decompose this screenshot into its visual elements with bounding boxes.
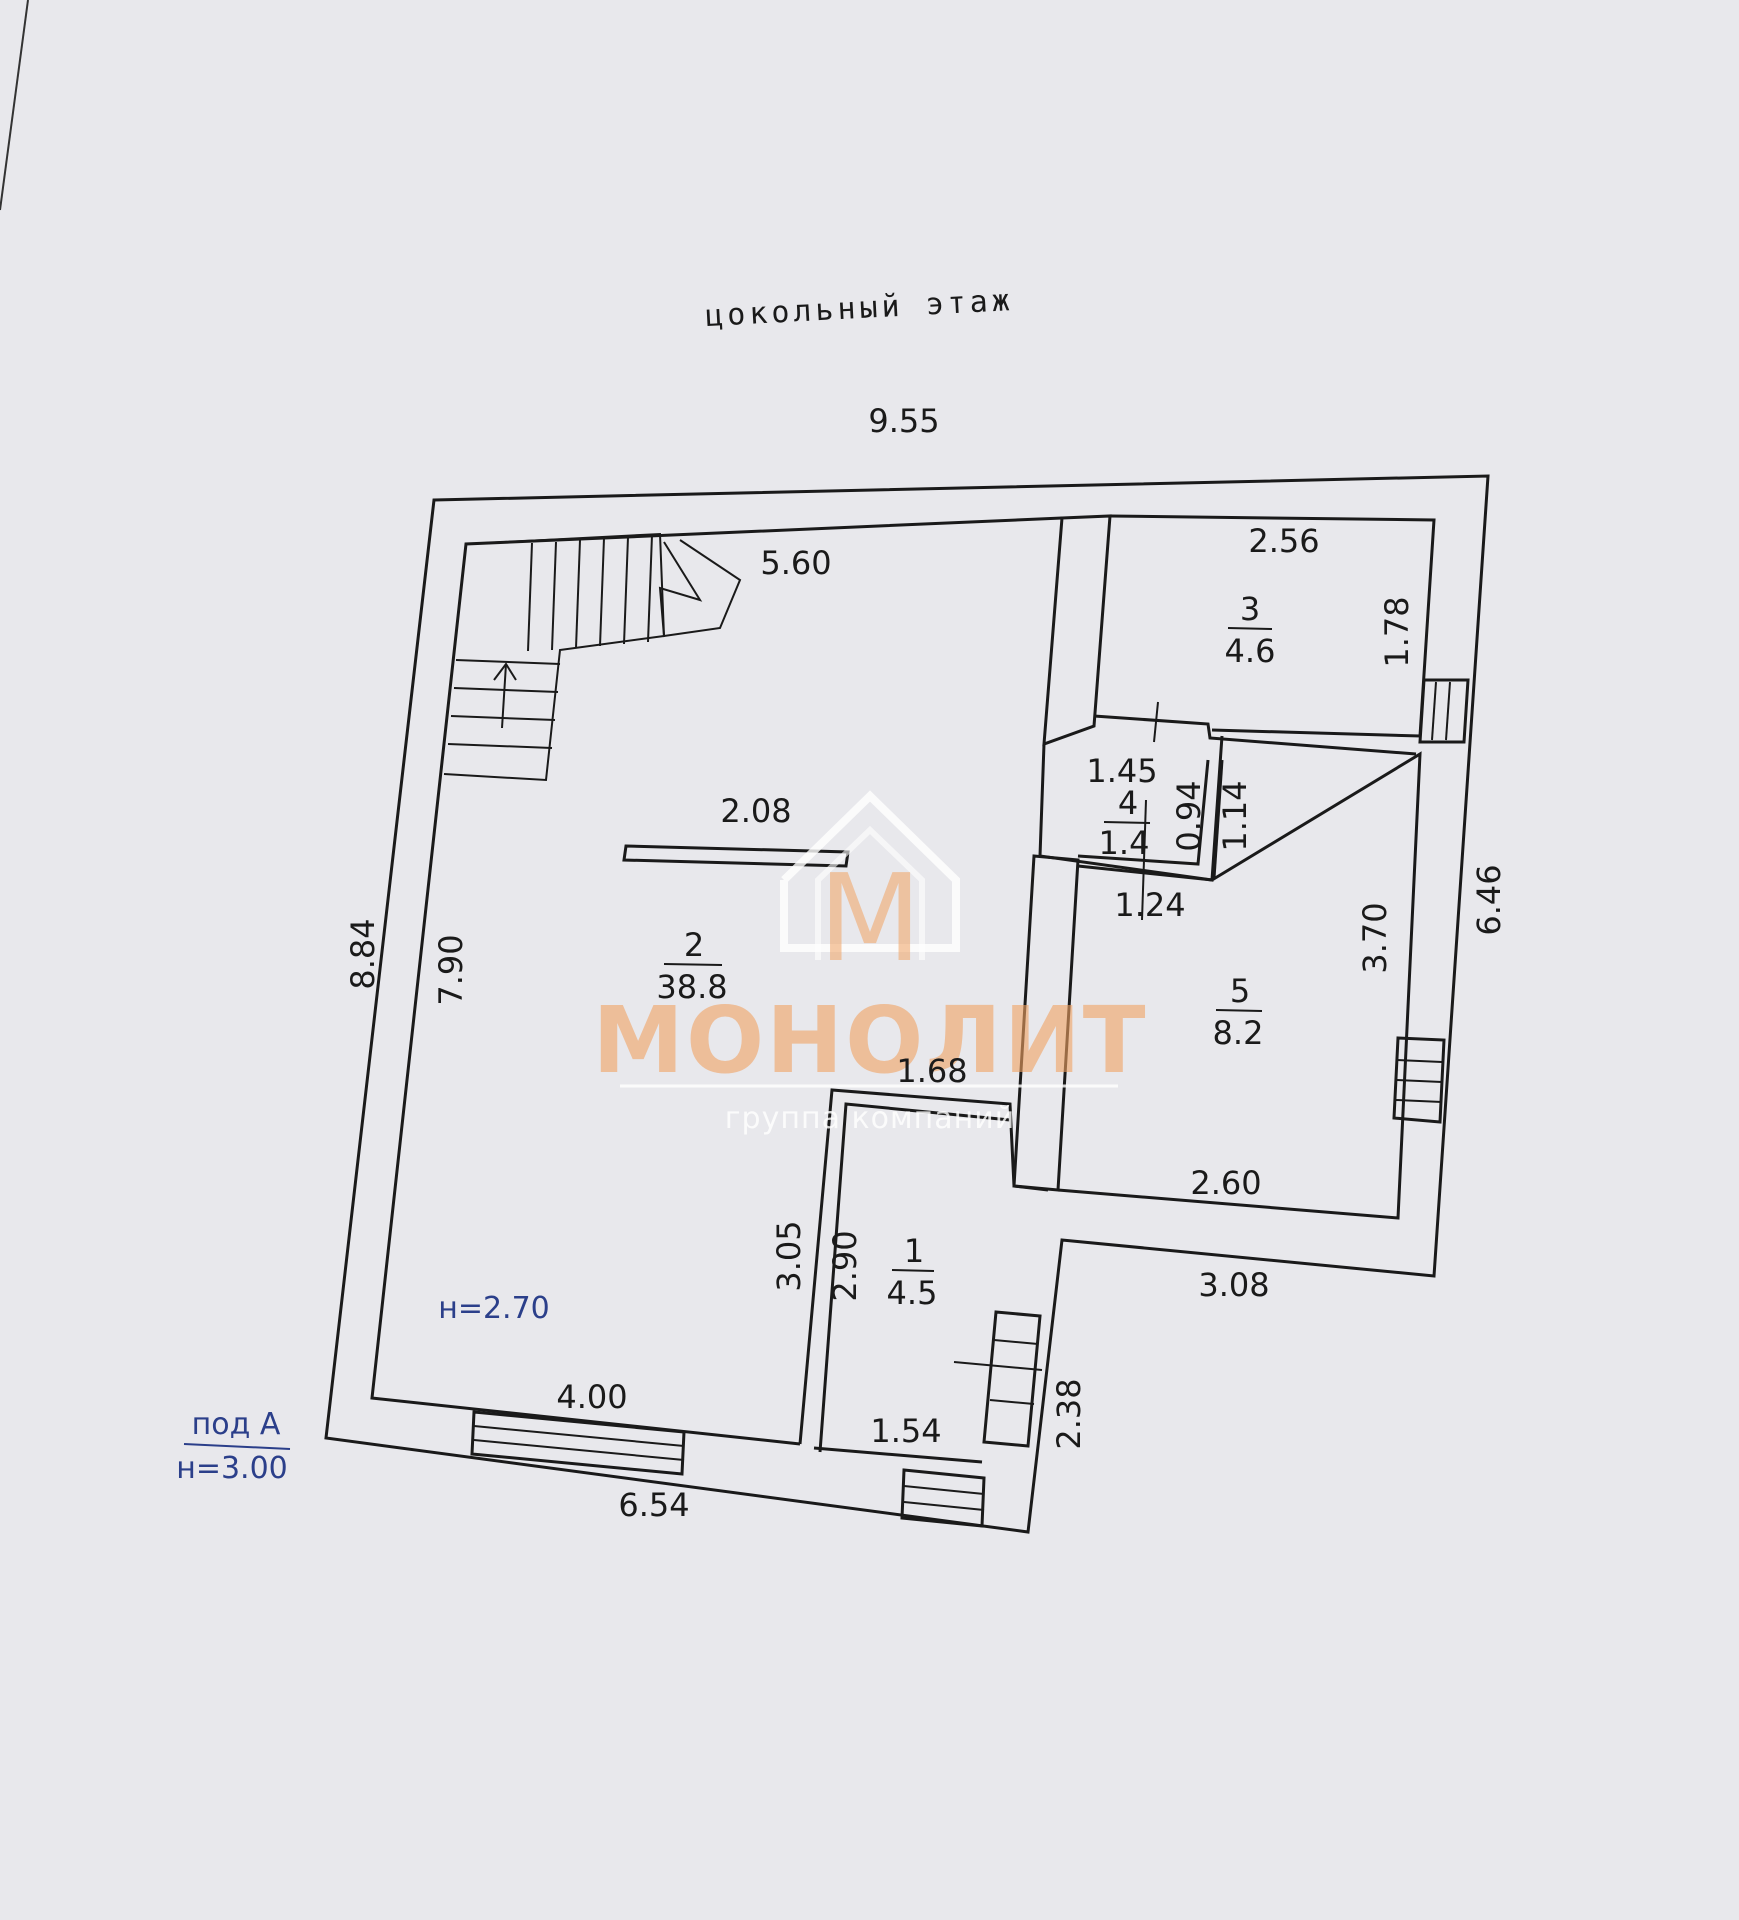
room-label-2: 2 38.8 [656, 926, 727, 1006]
watermark-logo: М МОНОЛИТ группа компаний [592, 790, 1147, 1136]
room-1-walls [798, 1088, 1043, 1464]
dim-room4-bottom: 1.24 [1114, 886, 1185, 924]
dim-right-lower: 3.08 [1198, 1266, 1269, 1304]
outer-wall [324, 474, 1490, 1534]
room-1-number: 1 [904, 1232, 924, 1270]
watermark-subtitle: группа компаний [725, 1101, 1015, 1136]
dim-room1-bottom: 1.54 [870, 1412, 941, 1450]
dim-partition: 2.08 [720, 792, 791, 830]
room-5-area: 8.2 [1213, 1014, 1264, 1052]
stair-arrow-shaft [501, 663, 507, 729]
dim-bottom-outer: 6.54 [618, 1486, 689, 1524]
inner-height-label: н=2.70 [438, 1291, 550, 1326]
dim-left-inner: 7.90 [432, 934, 470, 1005]
dim-room3-side: 1.78 [1378, 596, 1416, 667]
window-room-3 [1418, 678, 1470, 744]
staircase [443, 532, 742, 782]
dim-stair-room-top: 5.60 [760, 544, 831, 582]
dim-room4-top: 1.45 [1086, 752, 1157, 790]
dim-room4-side-b: 1.14 [1216, 780, 1254, 851]
pod-label: под А [192, 1407, 281, 1442]
plan-title: цокольный этаж [704, 283, 1014, 334]
dimension-labels: 9.55 5.60 2.56 1.78 1.45 0.94 1.14 1.24 … [344, 402, 1508, 1524]
pod-height: н=3.00 [176, 1451, 288, 1486]
room-label-4: 4 1.4 [1099, 784, 1151, 862]
dim-top-outer: 9.55 [868, 402, 939, 440]
dim-room5-side: 3.70 [1356, 902, 1394, 973]
room-5-walls [1012, 751, 1446, 1220]
watermark-name: МОНОЛИТ [592, 987, 1147, 1094]
dim-bottom-inner: 4.00 [556, 1378, 627, 1416]
dim-left-outer: 8.84 [344, 918, 382, 989]
watermark-letter: М [818, 850, 922, 989]
partition-wall [622, 844, 850, 868]
dim-room1-left-a: 3.05 [770, 1220, 808, 1291]
dim-right-outer: 6.46 [1470, 864, 1508, 935]
room-label-3: 3 4.6 [1225, 590, 1276, 670]
room-1-area: 4.5 [887, 1274, 938, 1312]
room-label-1: 1 4.5 [887, 1232, 938, 1312]
room-4-area: 1.4 [1099, 824, 1150, 862]
stair-arrow-head [493, 662, 517, 681]
bottom-windows [470, 1410, 986, 1528]
dim-room1-top: 1.68 [896, 1052, 967, 1090]
room-4-number: 4 [1118, 784, 1138, 822]
room-labels: 1 4.5 2 38.8 3 4.6 4 1.4 5 8.2 [656, 590, 1275, 1312]
room-3-number: 3 [1240, 590, 1260, 628]
room-5-number: 5 [1230, 972, 1250, 1010]
dim-room1-left-b: 2.90 [826, 1230, 864, 1301]
dim-room4-side-a: 0.94 [1170, 780, 1208, 851]
entry-door [982, 1310, 1042, 1448]
dim-room5-bottom: 2.60 [1190, 1164, 1261, 1202]
window-room-5 [1392, 1036, 1446, 1124]
page-edge-line [0, 0, 29, 211]
room-4-walls [1038, 735, 1224, 921]
room-2-area: 38.8 [656, 968, 727, 1006]
room-3-area: 4.6 [1225, 632, 1276, 670]
main-room-inner-wall [370, 516, 1063, 1446]
room-2-number: 2 [684, 926, 704, 964]
room-3-walls [1042, 514, 1470, 756]
pod-annotation: под А н=3.00 [176, 1407, 291, 1486]
dim-entry-side: 2.38 [1050, 1378, 1088, 1449]
dim-room3-top: 2.56 [1248, 522, 1319, 560]
room-label-5: 5 8.2 [1213, 972, 1264, 1052]
